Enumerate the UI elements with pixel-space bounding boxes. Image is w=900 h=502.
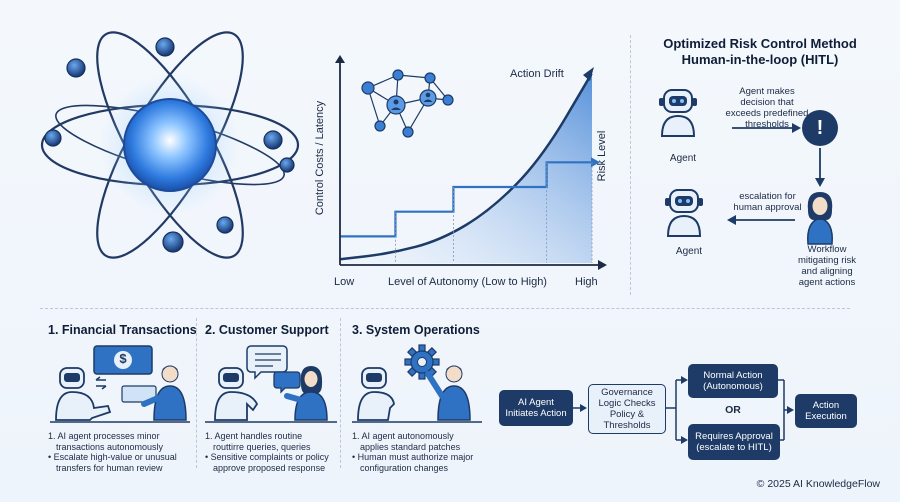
alert-symbol: ! <box>816 117 824 139</box>
case-divider-1 <box>196 318 197 468</box>
case-1-title: 1. Financial Transactions <box>48 323 197 337</box>
robot-agent-bottom-icon <box>665 189 703 237</box>
alert-icon <box>802 110 838 146</box>
atom-illustration <box>40 31 300 259</box>
chat-reply-icon <box>273 371 301 394</box>
action-drift-arrowhead <box>583 67 594 81</box>
y-axis-arrowhead <box>335 55 345 63</box>
hitl-title-line2: Human-in-the-loop (HITL) <box>681 52 839 67</box>
footer-copyright: © 2025 AI KnowledgeFlow <box>756 478 880 490</box>
case-divider-2 <box>340 318 341 468</box>
y2-axis-label: Risk Level <box>596 130 608 182</box>
flow-normal-box: Normal Action(Autonomous) <box>688 364 778 398</box>
flow-connectors <box>572 376 794 444</box>
human-reviewer-icon <box>807 192 833 245</box>
top-vertical-divider <box>630 35 631 295</box>
robot-icon <box>55 367 112 421</box>
y-axis-label: Control Costs / Latency <box>314 100 326 216</box>
risk-level-arrowhead <box>591 157 600 168</box>
robot-icon <box>214 367 259 421</box>
action-drift-label: Action Drift <box>510 68 564 80</box>
x-tick-low: Low <box>334 276 355 288</box>
agent-top-label: Agent <box>669 153 697 164</box>
flow-or-label: OR <box>725 404 741 416</box>
x-axis-arrowhead <box>598 260 607 270</box>
hitl-title: Optimized Risk Control Method Human-in-t… <box>640 36 880 68</box>
step-guide-lines <box>395 162 593 263</box>
person-icon <box>284 366 328 421</box>
robot-agent-top-icon <box>659 89 697 137</box>
financial-transactions-illustration <box>50 345 190 423</box>
horizontal-divider <box>40 308 850 309</box>
action-drift-area <box>340 73 592 263</box>
money-symbol: $ <box>119 351 127 366</box>
person-icon <box>141 365 187 421</box>
person-icon <box>425 365 471 421</box>
flow-approval-box: Requires Approval(escalate to HITL) <box>688 424 780 460</box>
atom-electrons <box>44 37 295 253</box>
autonomy-risk-chart <box>335 55 607 270</box>
atom-core <box>123 98 217 192</box>
x-tick-high: High <box>575 276 598 288</box>
case-3-title: 3. System Operations <box>352 323 480 337</box>
hitl-diagram <box>659 89 838 245</box>
case-2-title: 2. Customer Support <box>205 323 329 337</box>
action-drift-curve <box>339 72 594 261</box>
customer-support-illustration <box>205 345 337 423</box>
x-axis-label: Level of Autonomy (Low to High) <box>388 276 547 288</box>
hitl-title-line1: Optimized Risk Control Method <box>663 36 857 51</box>
gear-icon <box>404 344 440 380</box>
agent-bottom-label: Agent <box>675 246 703 257</box>
agent-network-icon <box>361 69 454 138</box>
system-operations-illustration <box>352 344 482 423</box>
robot-icon <box>357 367 395 421</box>
